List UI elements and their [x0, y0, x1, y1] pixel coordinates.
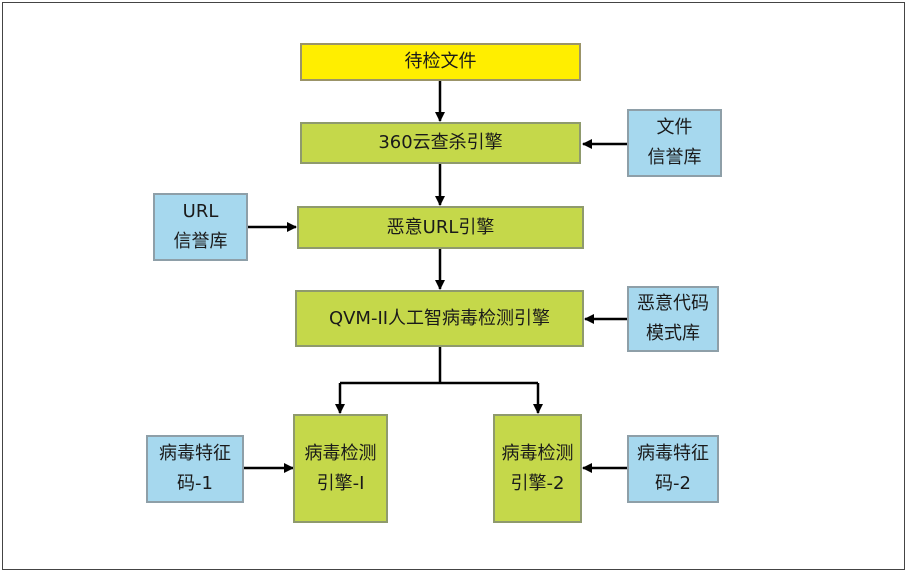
qvm-engine-box: QVM-II人工智病毒检测引擎 [295, 290, 584, 347]
virus-signature-2-line1: 病毒特征 [637, 443, 709, 464]
malicious-pattern-db-box: 恶意代码 模式库 [627, 286, 719, 352]
cloud-engine-box: 360云查杀引擎 [300, 122, 581, 164]
virus-signature-2-box: 病毒特征 码-2 [627, 435, 719, 503]
url-reputation-line2: 信誉库 [173, 231, 228, 252]
sig-engine-2-line1: 病毒检测 [501, 442, 574, 464]
sig-engine-2-line2: 引擎-2 [510, 472, 565, 494]
qvm-engine-label: QVM-II人工智病毒检测引擎 [328, 307, 551, 329]
sig-engine-1-box: 病毒检测 引擎-I [293, 414, 388, 523]
url-reputation-line1: URL [182, 201, 219, 222]
virus-signature-1-line1: 病毒特征 [159, 443, 231, 464]
connector-qvm-split [340, 347, 538, 385]
input-file-box: 待检文件 [300, 43, 581, 81]
malicious-pattern-line2: 模式库 [646, 323, 700, 344]
cloud-engine-label: 360云查杀引擎 [378, 132, 503, 153]
file-reputation-line2: 信誉库 [647, 147, 702, 168]
url-reputation-db-box: URL 信誉库 [153, 193, 248, 261]
virus-signature-2-line2: 码-2 [655, 473, 691, 494]
file-reputation-db-box: 文件 信誉库 [627, 109, 722, 177]
sig-engine-1-line2: 引擎-I [316, 472, 365, 494]
file-reputation-line1: 文件 [656, 117, 693, 138]
url-engine-label: 恶意URL引擎 [386, 216, 495, 238]
malicious-pattern-line1: 恶意代码 [637, 293, 709, 314]
input-file-label: 待检文件 [404, 51, 477, 72]
virus-signature-1-line2: 码-1 [177, 473, 213, 494]
sig-engine-2-box: 病毒检测 引擎-2 [493, 414, 582, 523]
sig-engine-1-line1: 病毒检测 [304, 442, 377, 464]
url-engine-box: 恶意URL引擎 [297, 206, 584, 249]
virus-signature-1-box: 病毒特征 码-1 [146, 435, 244, 503]
